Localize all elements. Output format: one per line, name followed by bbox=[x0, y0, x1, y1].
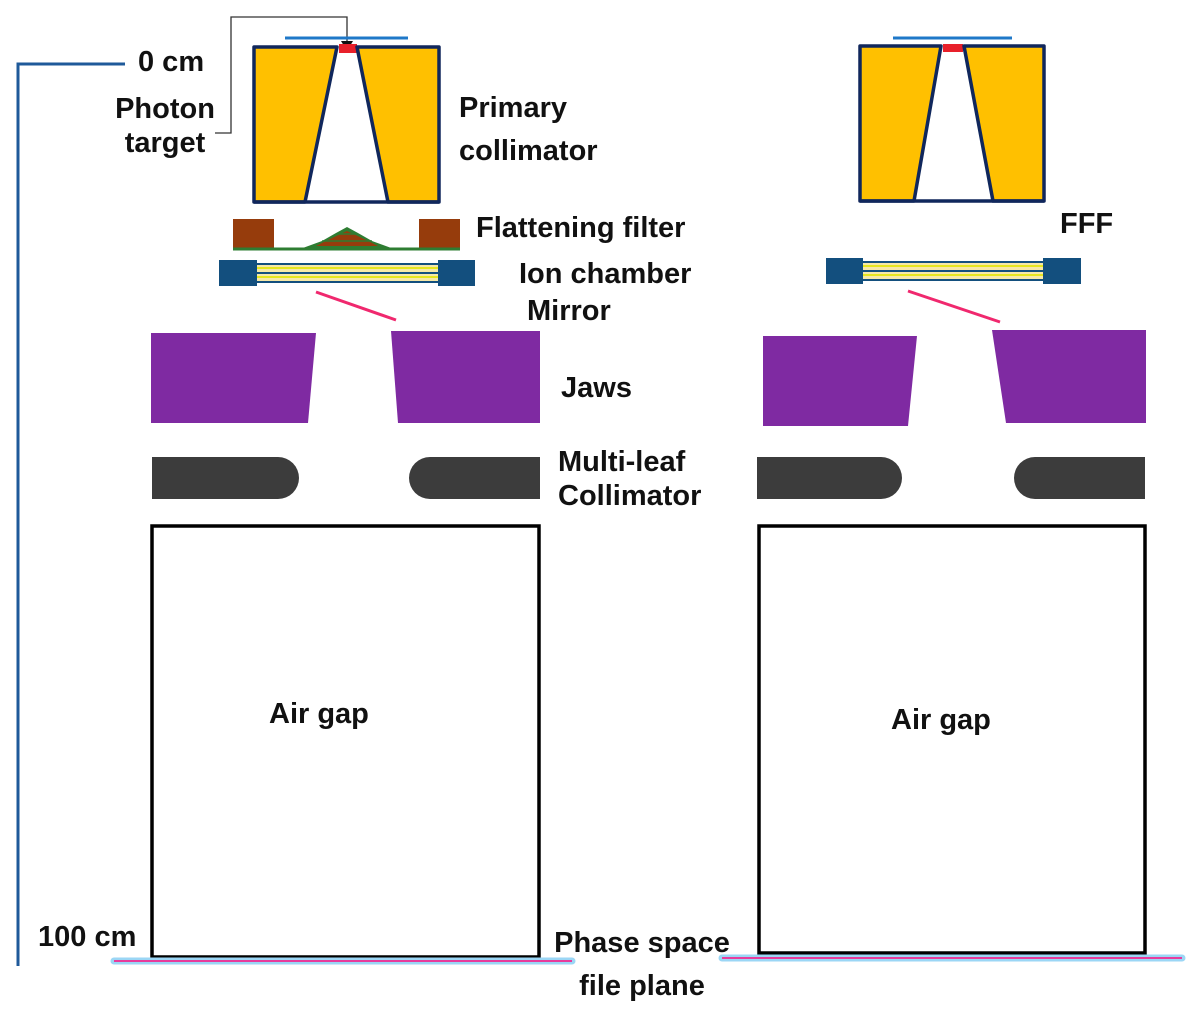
label-ion-chamber: Ion chamber bbox=[519, 258, 692, 290]
label-fff: FFF bbox=[1060, 208, 1114, 240]
ion-chamber-right-end-r bbox=[1043, 258, 1081, 284]
jaw-right-b bbox=[992, 330, 1146, 423]
label-mirror: Mirror bbox=[527, 295, 611, 327]
label-primary-collimator: Primary collimator bbox=[459, 91, 598, 168]
distance-scale-line bbox=[16, 62, 125, 966]
flattening-filter-block-left bbox=[233, 219, 274, 250]
label-phase-space-line-2: file plane bbox=[579, 970, 705, 1002]
label-100-cm: 100 cm bbox=[38, 921, 137, 953]
label-air-gap-right: Air gap bbox=[891, 704, 991, 736]
photon-target-pointer bbox=[215, 16, 348, 134]
mlc-left-b bbox=[409, 457, 540, 499]
photon-target-right bbox=[943, 44, 963, 52]
mirror-left bbox=[315, 290, 397, 322]
jaw-left-a bbox=[151, 333, 316, 423]
label-mlc-line-1: Multi-leaf bbox=[558, 446, 686, 478]
ion-chamber-left-end-r bbox=[438, 260, 475, 286]
label-photon-target: Photon target bbox=[104, 92, 226, 160]
jaw-right-a bbox=[763, 336, 917, 426]
label-0-cm: 0 cm bbox=[138, 46, 205, 78]
flattening-filter-cone-core bbox=[316, 231, 378, 246]
label-photon-target-line-2: target bbox=[124, 127, 206, 159]
primary-collimator-right-a bbox=[858, 44, 943, 203]
ion-chamber-right-end-l bbox=[826, 258, 863, 284]
mlc-left-a bbox=[152, 457, 299, 499]
primary-collimator-right-b bbox=[962, 44, 1046, 203]
jaw-left-b bbox=[391, 331, 540, 423]
mirror-right bbox=[907, 289, 1001, 324]
label-jaws: Jaws bbox=[561, 372, 632, 404]
label-multi-leaf-collimator: Multi-leaf Collimator bbox=[558, 445, 701, 513]
air-gap-box-right bbox=[757, 524, 1147, 955]
ion-chamber-left-end-l bbox=[219, 260, 257, 286]
photon-target-left bbox=[339, 44, 357, 53]
label-mlc-line-2: Collimator bbox=[558, 480, 702, 512]
label-primary-collimator-line-2: collimator bbox=[459, 135, 598, 167]
label-photon-target-line-1: Photon bbox=[115, 93, 215, 125]
primary-collimator-left-half bbox=[252, 45, 339, 204]
primary-collimator-right-half bbox=[355, 45, 441, 204]
label-phase-space-file-plane: Phase space file plane bbox=[546, 922, 738, 1008]
label-flattening-filter: Flattening filter bbox=[476, 212, 686, 244]
label-phase-space-line-1: Phase space bbox=[554, 927, 730, 959]
mlc-right-b bbox=[1014, 457, 1145, 499]
label-air-gap-left: Air gap bbox=[269, 698, 369, 730]
air-gap-box-left bbox=[150, 524, 541, 959]
mlc-right-a bbox=[757, 457, 902, 499]
label-primary-collimator-line-1: Primary bbox=[459, 92, 568, 124]
flattening-filter-block-right bbox=[419, 219, 460, 250]
